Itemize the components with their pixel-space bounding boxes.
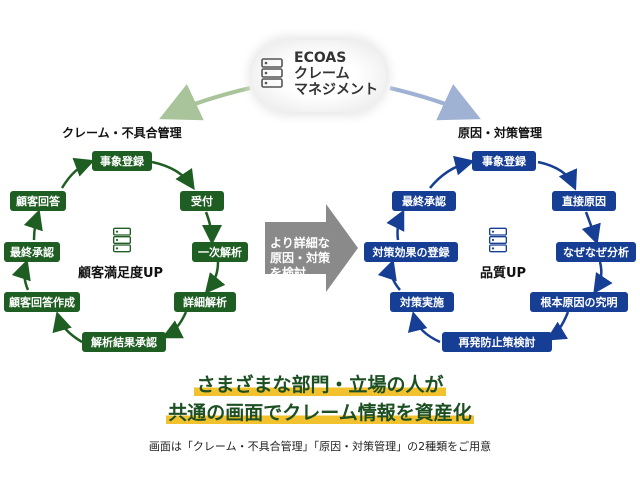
- right-step-1: 事象登録: [472, 151, 536, 171]
- right-step-2: 直接原因: [552, 191, 616, 211]
- headline-line1: さまざまな部門・立場の人が: [0, 370, 640, 397]
- server-icon: [261, 58, 283, 88]
- center-to-right-arrow: [389, 84, 481, 121]
- right-step-6: 対策実施: [390, 292, 454, 312]
- headline-line1-text: さまざまな部門・立場の人が: [194, 374, 446, 396]
- left-goal: 顧客満足度UP: [78, 266, 164, 281]
- left-step-6: 顧客回答作成: [4, 292, 80, 312]
- headline-line2-text: 共通の画面でクレーム情報を資産化: [166, 402, 474, 424]
- left-step-5: 解析結果承認: [82, 332, 166, 352]
- headline-line2: 共通の画面でクレーム情報を資産化: [0, 398, 640, 425]
- left-section-title: クレーム・不具合管理: [62, 126, 182, 140]
- left-step-2: 受付: [180, 191, 224, 211]
- right-goal: 品質UP: [480, 266, 527, 281]
- left-step-7: 最終承認: [4, 242, 60, 262]
- left-step-8: 顧客回答: [10, 191, 66, 211]
- right-step-3: なぜなぜ分析: [556, 242, 636, 262]
- right-step-7: 対策効果の登録: [364, 242, 458, 262]
- right-step-4: 根本原因の究明: [530, 292, 628, 312]
- center-to-left-arrow: [159, 84, 251, 121]
- server-icon: [489, 227, 507, 253]
- product-badge: [252, 40, 386, 112]
- left-step-3: 一次解析: [192, 242, 248, 262]
- middle-arrow-shape: [265, 204, 358, 292]
- product-brand: ECOAS: [294, 50, 347, 66]
- left-step-4: 詳細解析: [174, 292, 236, 312]
- right-section-title: 原因・対策管理: [458, 126, 543, 140]
- right-step-8: 最終承認: [392, 191, 456, 211]
- product-line3: マネジメント: [294, 82, 378, 98]
- middle-arrow-text: より詳細な原因・対策を検討: [270, 236, 331, 280]
- footnote: 画面は「クレーム・不具合管理」「原因・対策管理」の2種類をご用意: [148, 440, 492, 453]
- left-step-1: 事象登録: [92, 151, 152, 171]
- product-line2: クレーム: [294, 66, 350, 82]
- server-icon: [113, 227, 131, 253]
- product-name: ECOAS クレーム マネジメント: [294, 50, 378, 98]
- right-step-5: 再発防止策検討: [442, 332, 552, 352]
